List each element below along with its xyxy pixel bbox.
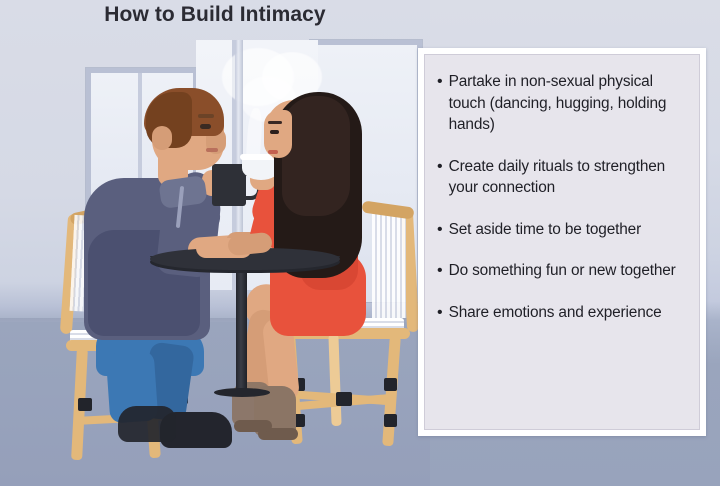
table-stem <box>236 266 247 394</box>
mug-dark <box>212 164 246 206</box>
cup-white <box>242 156 280 180</box>
tip-text: Set aside time to be together <box>448 220 642 238</box>
list-item: • Partake in non-sexual physical touch (… <box>437 71 685 136</box>
bullet-icon: • <box>437 73 443 90</box>
tip-text: Create daily rituals to strengthen your … <box>448 157 666 197</box>
tip-text: Partake in non-sexual physical touch (da… <box>448 73 667 133</box>
man-ear <box>152 126 172 150</box>
man-eye <box>200 124 211 129</box>
woman-eye <box>270 130 279 134</box>
man-mouth <box>206 148 218 152</box>
woman-eyebrow <box>268 121 282 124</box>
bullet-icon: • <box>437 157 443 175</box>
tip-text: Do something fun or new together <box>448 262 676 279</box>
lamp-pole <box>235 40 243 270</box>
list-item: • Do something fun or new together <box>437 260 685 282</box>
tips-panel: • Partake in non-sexual physical touch (… <box>418 48 706 436</box>
woman-mouth <box>268 150 278 154</box>
tips-panel-inner: • Partake in non-sexual physical touch (… <box>424 54 700 430</box>
bullet-icon: • <box>437 220 443 238</box>
man-eyebrow <box>198 114 214 118</box>
tip-text: Share emotions and experience <box>448 303 662 321</box>
list-item: • Set aside time to be together <box>437 219 685 241</box>
list-item: • Share emotions and experience <box>437 302 685 324</box>
table-foot <box>214 388 270 397</box>
man-shoe-back <box>118 406 176 442</box>
list-item: • Create daily rituals to strengthen you… <box>437 156 685 199</box>
cup-rim <box>240 154 282 160</box>
bullet-icon: • <box>437 262 443 279</box>
page-title: How to Build Intimacy <box>104 3 326 26</box>
bullet-icon: • <box>437 303 443 321</box>
